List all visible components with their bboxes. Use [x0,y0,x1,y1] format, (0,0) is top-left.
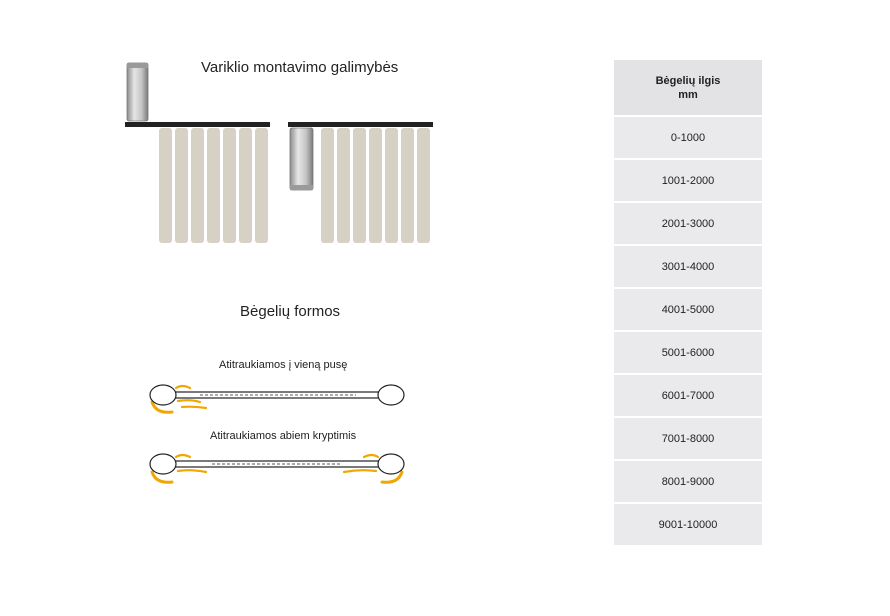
curtain-diagram [125,62,433,484]
table-row: 2001-3000 [614,203,762,244]
table-row: 8001-9000 [614,461,762,502]
curtain-slat-icon [353,128,366,243]
header-title: Bėgelių ilgis [655,74,721,87]
table-row: 7001-8000 [614,418,762,459]
curtain-slat-icon [239,128,252,243]
motor-top-assembly [125,62,270,243]
motor-mounting-title: Variklio montavimo galimybės [201,59,399,76]
curtain-slat-icon [207,128,220,243]
curtain-slat-icon [175,128,188,243]
rail-icon [125,122,270,127]
rail-icon [288,122,433,127]
curtain-slats-right [321,128,430,243]
table-row: 5001-6000 [614,332,762,373]
curtain-slat-icon [191,128,204,243]
table-row: 6001-7000 [614,375,762,416]
table-row: 3001-4000 [614,246,762,287]
rail-length-table: Bėgelių ilgis mm 0-1000 1001-2000 2001-3… [614,60,762,547]
curtain-slat-icon [401,128,414,243]
motor-icon [289,127,314,191]
rail-forms-title: Bėgelių formos [240,303,341,320]
curtain-slat-icon [223,128,236,243]
table-row: 0-1000 [614,117,762,158]
curtain-slat-icon [255,128,268,243]
motor-icon [126,62,149,122]
rail-shape-both-sides [149,453,405,484]
both-sides-label: Atitraukiamos abiem kryptimis [210,430,357,442]
curtain-slat-icon [321,128,334,243]
motor-bottom-assembly [288,122,433,243]
curtain-slat-icon [337,128,350,243]
curtain-slats-left [159,128,268,243]
table-row: 1001-2000 [614,160,762,201]
table-row: 9001-10000 [614,504,762,545]
curtain-slat-icon [385,128,398,243]
table-row: 4001-5000 [614,289,762,330]
header-unit: mm [678,88,698,101]
curtain-slat-icon [417,128,430,243]
rail-shape-one-side [149,384,405,414]
one-side-label: Atitraukiamos į vieną pusę [219,359,348,371]
table-header: Bėgelių ilgis mm [614,60,762,115]
curtain-slat-icon [369,128,382,243]
curtain-slat-icon [159,128,172,243]
